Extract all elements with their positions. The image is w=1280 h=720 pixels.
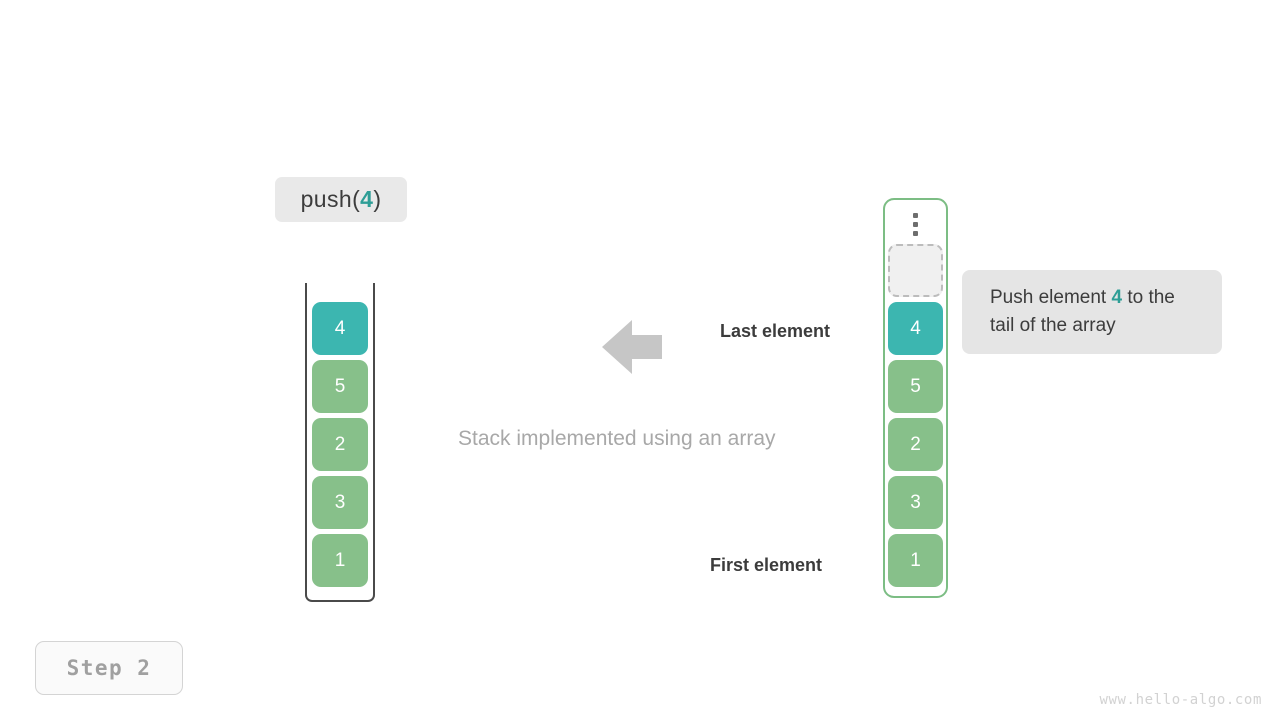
stack-cell: 1 <box>312 534 368 587</box>
tooltip-accent-value: 4 <box>1111 287 1123 308</box>
left-arrow-icon <box>602 318 662 376</box>
stack-cell-value: 4 <box>334 317 346 339</box>
stack-cell-value: 2 <box>334 433 346 455</box>
operation-suffix: ) <box>373 186 382 212</box>
array-cell-value: 1 <box>910 549 921 571</box>
stack-cell-value: 3 <box>334 491 346 513</box>
tooltip-text-before: Push element <box>990 287 1112 308</box>
stack-cell: 4 <box>312 302 368 355</box>
array-cell: 1 <box>888 534 943 587</box>
left-stack-cells: 4 5 2 3 1 <box>312 302 368 592</box>
array-cell: 5 <box>888 360 943 413</box>
left-stack-container: 4 5 2 3 1 <box>305 283 375 602</box>
array-cell: 4 <box>888 302 943 355</box>
operation-argument: 4 <box>360 186 374 212</box>
step-badge-label: Step 2 <box>66 656 152 680</box>
stack-cell: 2 <box>312 418 368 471</box>
step-badge: Step 2 <box>35 641 183 695</box>
array-empty-slot <box>888 244 943 297</box>
right-array-cells: 4 5 2 3 1 <box>888 205 943 592</box>
stack-cell: 3 <box>312 476 368 529</box>
right-array-container: 4 5 2 3 1 <box>883 198 948 598</box>
vertical-ellipsis-icon <box>888 205 943 244</box>
operation-label: push(4) <box>275 177 407 222</box>
array-cell: 2 <box>888 418 943 471</box>
ellipsis-dot <box>913 231 918 236</box>
stack-walls <box>305 283 375 602</box>
tooltip-text-after: to the tail of the array <box>990 287 1175 336</box>
left-stack-caption: Stack implemented using an array <box>458 427 776 450</box>
stack-cell-value: 1 <box>334 549 346 571</box>
watermark: www.hello-algo.com <box>1099 692 1262 708</box>
ellipsis-dot <box>913 222 918 227</box>
annotation-last-element: Last element <box>720 321 831 341</box>
stack-cell-value: 5 <box>334 375 346 397</box>
array-frame <box>883 198 948 598</box>
ellipsis-dot <box>913 213 918 218</box>
array-cell-value: 5 <box>910 375 921 397</box>
array-cell-value: 4 <box>910 317 921 339</box>
array-cell-value: 3 <box>910 491 921 513</box>
operation-prefix: push( <box>300 186 361 212</box>
array-cell-value: 2 <box>910 433 921 455</box>
annotation-first-element: First element <box>710 555 823 575</box>
stack-cell: 5 <box>312 360 368 413</box>
array-cell: 3 <box>888 476 943 529</box>
operation-tooltip: Push element 4 to the tail of the array <box>962 270 1222 354</box>
